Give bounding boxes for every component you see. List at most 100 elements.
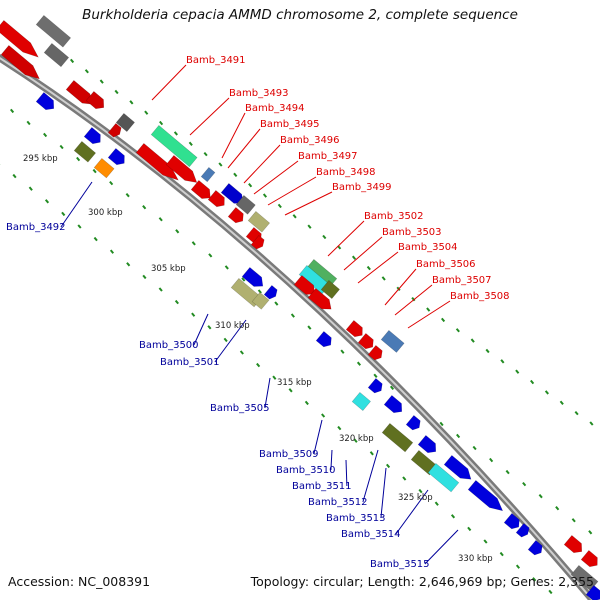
gene-feature[interactable] xyxy=(207,190,228,209)
gene-feature[interactable] xyxy=(351,392,371,411)
gene-feature[interactable] xyxy=(235,195,256,215)
reverse-gene-label[interactable]: Bamb_3501 xyxy=(160,357,220,368)
gene-labels: Bamb_3491Bamb_3493Bamb_3494Bamb_3495Bamb… xyxy=(6,55,510,570)
gene-feature[interactable] xyxy=(417,435,440,456)
gene-feature[interactable] xyxy=(410,450,438,476)
gene-feature[interactable] xyxy=(293,275,319,298)
gene-feature[interactable] xyxy=(515,523,531,539)
gc-dot xyxy=(109,249,115,254)
reverse-gene-label[interactable]: Bamb_3512 xyxy=(308,497,368,508)
forward-gene-label[interactable]: Bamb_3495 xyxy=(260,119,320,130)
reverse-gene-label[interactable]: Bamb_3514 xyxy=(341,529,401,540)
gene-feature[interactable] xyxy=(427,463,460,493)
gene-feature[interactable] xyxy=(73,141,96,163)
gene-feature[interactable] xyxy=(65,80,97,108)
gc-dot xyxy=(489,457,494,463)
forward-gene-label[interactable]: Bamb_3499 xyxy=(332,182,392,193)
gc-dot xyxy=(158,287,163,292)
gene-feature[interactable] xyxy=(320,280,340,299)
forward-gene-label[interactable]: Bamb_3493 xyxy=(229,88,289,99)
gene-feature[interactable] xyxy=(315,331,334,349)
gene-feature[interactable] xyxy=(527,540,545,557)
gc-dot xyxy=(188,141,193,146)
reverse-gene-label[interactable]: Bamb_3515 xyxy=(370,559,430,570)
gene-feature[interactable] xyxy=(135,143,182,184)
gene-feature[interactable] xyxy=(467,480,506,515)
gc-dot xyxy=(292,214,297,219)
gene-feature[interactable] xyxy=(43,43,70,68)
gc-dot xyxy=(125,192,130,198)
gc-dot xyxy=(248,183,253,188)
gene-feature[interactable] xyxy=(0,20,42,61)
gene-feature[interactable] xyxy=(443,455,475,483)
forward-gene-label[interactable]: Bamb_3508 xyxy=(450,291,510,302)
leader-line xyxy=(243,144,281,184)
gene-feature[interactable] xyxy=(345,320,366,339)
forward-gene-label[interactable]: Bamb_3503 xyxy=(382,227,442,238)
gene-feature[interactable] xyxy=(115,113,135,132)
reverse-gene-label[interactable]: Bamb_3510 xyxy=(276,465,336,476)
gene-feature[interactable] xyxy=(93,158,115,179)
gc-dot xyxy=(26,120,31,126)
gene-feature[interactable] xyxy=(107,123,123,139)
gene-feature[interactable] xyxy=(307,288,335,313)
gene-feature[interactable] xyxy=(563,535,586,556)
gc-dot xyxy=(218,162,223,167)
gene-feature[interactable] xyxy=(251,292,270,310)
forward-gene-label[interactable]: Bamb_3502 xyxy=(364,211,424,222)
forward-gene-label[interactable]: Bamb_3507 xyxy=(432,275,492,286)
gene-feature[interactable] xyxy=(85,91,108,112)
gene-feature[interactable] xyxy=(241,267,267,290)
forward-gene-label[interactable]: Bamb_3497 xyxy=(298,151,358,162)
gc-dot xyxy=(142,205,147,210)
reverse-gene-label[interactable]: Bamb_3509 xyxy=(259,449,319,460)
label-leader-lines xyxy=(60,64,459,565)
reverse-gene-label[interactable]: Bamb_3505 xyxy=(210,403,270,414)
gene-feature[interactable] xyxy=(35,15,72,48)
gene-feature[interactable] xyxy=(0,45,43,83)
gc-dot xyxy=(538,493,543,499)
gene-feature[interactable] xyxy=(580,550,600,569)
gene-feature[interactable] xyxy=(200,167,216,183)
gc-dot xyxy=(191,241,196,246)
gene-feature[interactable] xyxy=(367,345,385,362)
gc-dot xyxy=(203,151,208,157)
gene-feature[interactable] xyxy=(357,333,376,351)
gene-feature[interactable] xyxy=(263,285,279,301)
leader-line xyxy=(221,112,246,159)
gc-dot xyxy=(389,385,395,390)
reverse-gene-label[interactable]: Bamb_3500 xyxy=(139,340,199,351)
gene-feature[interactable] xyxy=(247,211,270,233)
forward-gene-label[interactable]: Bamb_3498 xyxy=(316,167,376,178)
reverse-gene-label[interactable]: Bamb_3511 xyxy=(292,481,352,492)
forward-gene-label[interactable]: Bamb_3504 xyxy=(398,242,458,253)
gene-feature[interactable] xyxy=(165,155,201,187)
gene-feature[interactable] xyxy=(503,513,522,531)
gc-dot xyxy=(59,144,64,150)
gene-feature[interactable] xyxy=(367,378,385,395)
gc-dot xyxy=(257,289,262,294)
gene-feature[interactable] xyxy=(227,207,246,225)
gene-feature[interactable] xyxy=(405,415,423,432)
reverse-gene-label[interactable]: Bamb_3492 xyxy=(6,222,66,233)
gc-dot xyxy=(10,108,15,114)
gc-dot xyxy=(307,325,312,330)
reverse-gene-label[interactable]: Bamb_3513 xyxy=(326,513,386,524)
gene-feature[interactable] xyxy=(190,180,214,202)
gene-feature[interactable] xyxy=(380,330,405,353)
gc-dot xyxy=(70,58,75,64)
gene-feature[interactable] xyxy=(107,148,128,167)
forward-gene-label[interactable]: Bamb_3496 xyxy=(280,135,340,146)
gc-dot xyxy=(337,425,342,431)
gc-dot xyxy=(366,265,371,271)
gene-feature[interactable] xyxy=(381,423,414,453)
gene-feature[interactable] xyxy=(150,125,198,168)
gene-feature[interactable] xyxy=(383,395,406,416)
forward-gene-label[interactable]: Bamb_3494 xyxy=(245,103,305,114)
gene-feature[interactable] xyxy=(35,92,58,113)
forward-gene-label[interactable]: Bamb_3506 xyxy=(416,259,476,270)
gene-feature[interactable] xyxy=(83,127,104,146)
forward-gene-label[interactable]: Bamb_3491 xyxy=(186,55,246,66)
gc-dot xyxy=(373,373,378,378)
gene-feature[interactable] xyxy=(250,235,266,251)
